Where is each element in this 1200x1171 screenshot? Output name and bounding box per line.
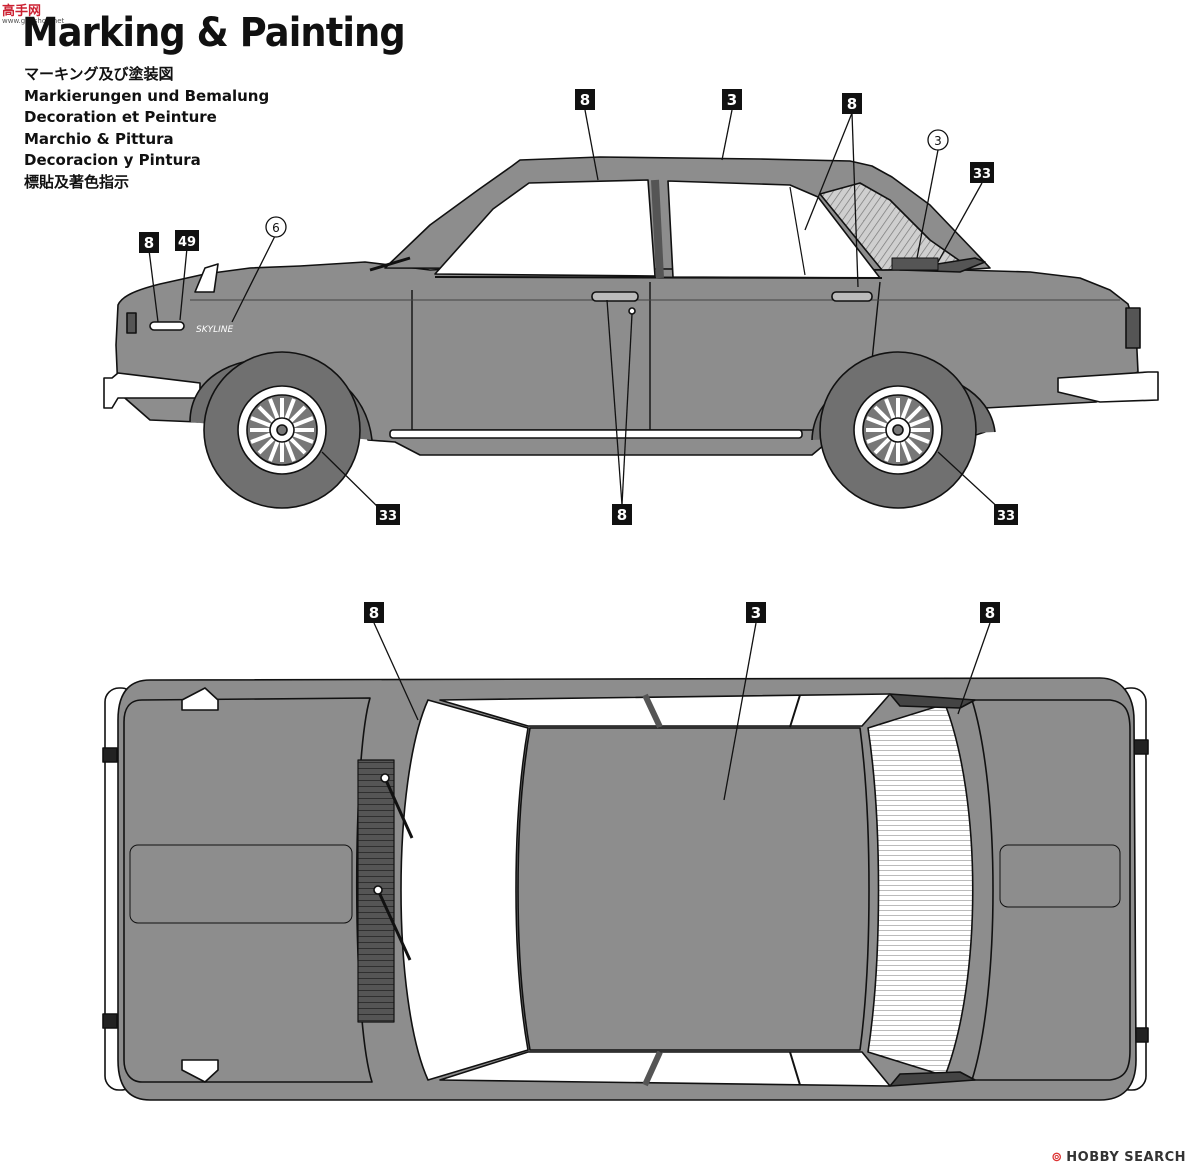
subtitle-list: マーキング及び塗装図 Markierungen und Bemalung Dec… [24, 64, 269, 193]
callout-window-trim-8: 8 [842, 93, 862, 114]
callout-label: 8 [617, 506, 627, 524]
callout-label: 33 [997, 509, 1015, 524]
side-front-door-handle [591, 291, 639, 302]
callout-label: 8 [847, 95, 857, 113]
side-leader-lines [148, 109, 1004, 513]
callout-rear-pillar-33: 33 [970, 162, 994, 183]
top-right-side-glass [439, 1051, 891, 1087]
top-front-bumper-left-tip [102, 747, 118, 763]
top-wiper-lower [376, 889, 412, 961]
callout-label: 3 [934, 134, 942, 148]
side-emblem-text: SKYLINE [196, 325, 234, 335]
top-front-bumper-right-tip [102, 1013, 118, 1029]
callout-label: 33 [973, 167, 991, 182]
callout-top-center-3: 3 [746, 602, 766, 623]
top-hood-panel [129, 844, 353, 924]
callout-label: 49 [178, 235, 196, 250]
callout-top-left-8: 8 [364, 602, 384, 623]
watermark-url: www.gaoshou.net [2, 17, 65, 25]
top-trunk-panel [999, 844, 1121, 908]
side-b-pillar [651, 179, 664, 279]
watermark-logo: 高手网 www.gaoshou.net [2, 0, 64, 25]
top-right-pillar [642, 1050, 663, 1087]
top-left-pillar [642, 693, 663, 729]
top-left-mirror [181, 687, 219, 711]
side-sill-trim [389, 429, 803, 439]
callout-label: 8 [580, 91, 590, 109]
top-right-mirror [181, 1059, 219, 1083]
top-view [102, 677, 1149, 1101]
callout-label: 8 [985, 604, 995, 622]
top-rear-window [867, 703, 974, 1077]
top-right-tail-fin [889, 1071, 976, 1087]
side-wiper [369, 256, 411, 272]
callout-label: 6 [272, 221, 280, 235]
subtitle-spanish: Decoracion y Pintura [24, 151, 201, 169]
top-left-side-glass [439, 693, 891, 727]
top-leader-lines [373, 622, 991, 801]
callout-top-right-8: 8 [980, 602, 1000, 623]
top-wiper-upper [383, 777, 414, 839]
callout-rear-pillar-3: 3 [927, 129, 949, 151]
side-window-divider [789, 186, 806, 276]
callout-label: 3 [751, 604, 761, 622]
hobby-search-logo-icon: ⊚ [1051, 1150, 1063, 1165]
side-front-marker-lamp [149, 321, 185, 331]
callout-label: 8 [369, 604, 379, 622]
side-key-lock [628, 307, 636, 315]
callout-front-wheel-33: 33 [376, 504, 400, 525]
side-front-window [434, 179, 656, 277]
subtitle-chinese: 標貼及著色指示 [24, 172, 130, 191]
callout-label: 33 [379, 509, 397, 524]
subtitle-german: Markierungen und Bemalung [24, 86, 270, 105]
side-rear-door-handle [831, 291, 873, 302]
side-rear-bumper [1057, 371, 1159, 403]
side-mirror [194, 263, 219, 293]
callout-label: 8 [144, 234, 154, 252]
side-rear-pillar-badge [891, 257, 939, 271]
side-tail-light [1125, 307, 1141, 349]
side-view: SKYLINE [103, 156, 1159, 509]
callout-emblem-6: 6 [265, 216, 287, 238]
callout-roof-3: 3 [722, 89, 742, 110]
callout-front-8: 8 [139, 232, 159, 253]
watermark-text: 高手网 [2, 4, 42, 19]
callout-front-49: 49 [175, 230, 199, 251]
callout-door-handles-8: 8 [612, 504, 632, 525]
top-roof [517, 727, 870, 1051]
hobby-search-brand: HOBBY SEARCH [1066, 1150, 1186, 1165]
top-windshield [400, 699, 529, 1081]
side-headlight [126, 312, 137, 334]
callout-label: 3 [727, 91, 737, 109]
callout-rear-wheel-33: 33 [994, 504, 1018, 525]
callout-roof-trim-8: 8 [575, 89, 595, 110]
page-title: Marking & Painting [22, 10, 406, 56]
subtitle-french: Decoration et Peinture [24, 108, 217, 126]
hobby-search-watermark: ⊚ HOBBY SEARCH [1051, 1150, 1186, 1165]
top-rear-bumper-left-tip [1133, 739, 1149, 755]
callout-boxes: 8 3 8 3 33 8 49 6 33 8 33 8 3 8 [139, 89, 1018, 623]
subtitle-japanese: マーキング及び塗装図 [24, 65, 174, 83]
subtitle-italian: Marchio & Pittura [24, 129, 174, 148]
